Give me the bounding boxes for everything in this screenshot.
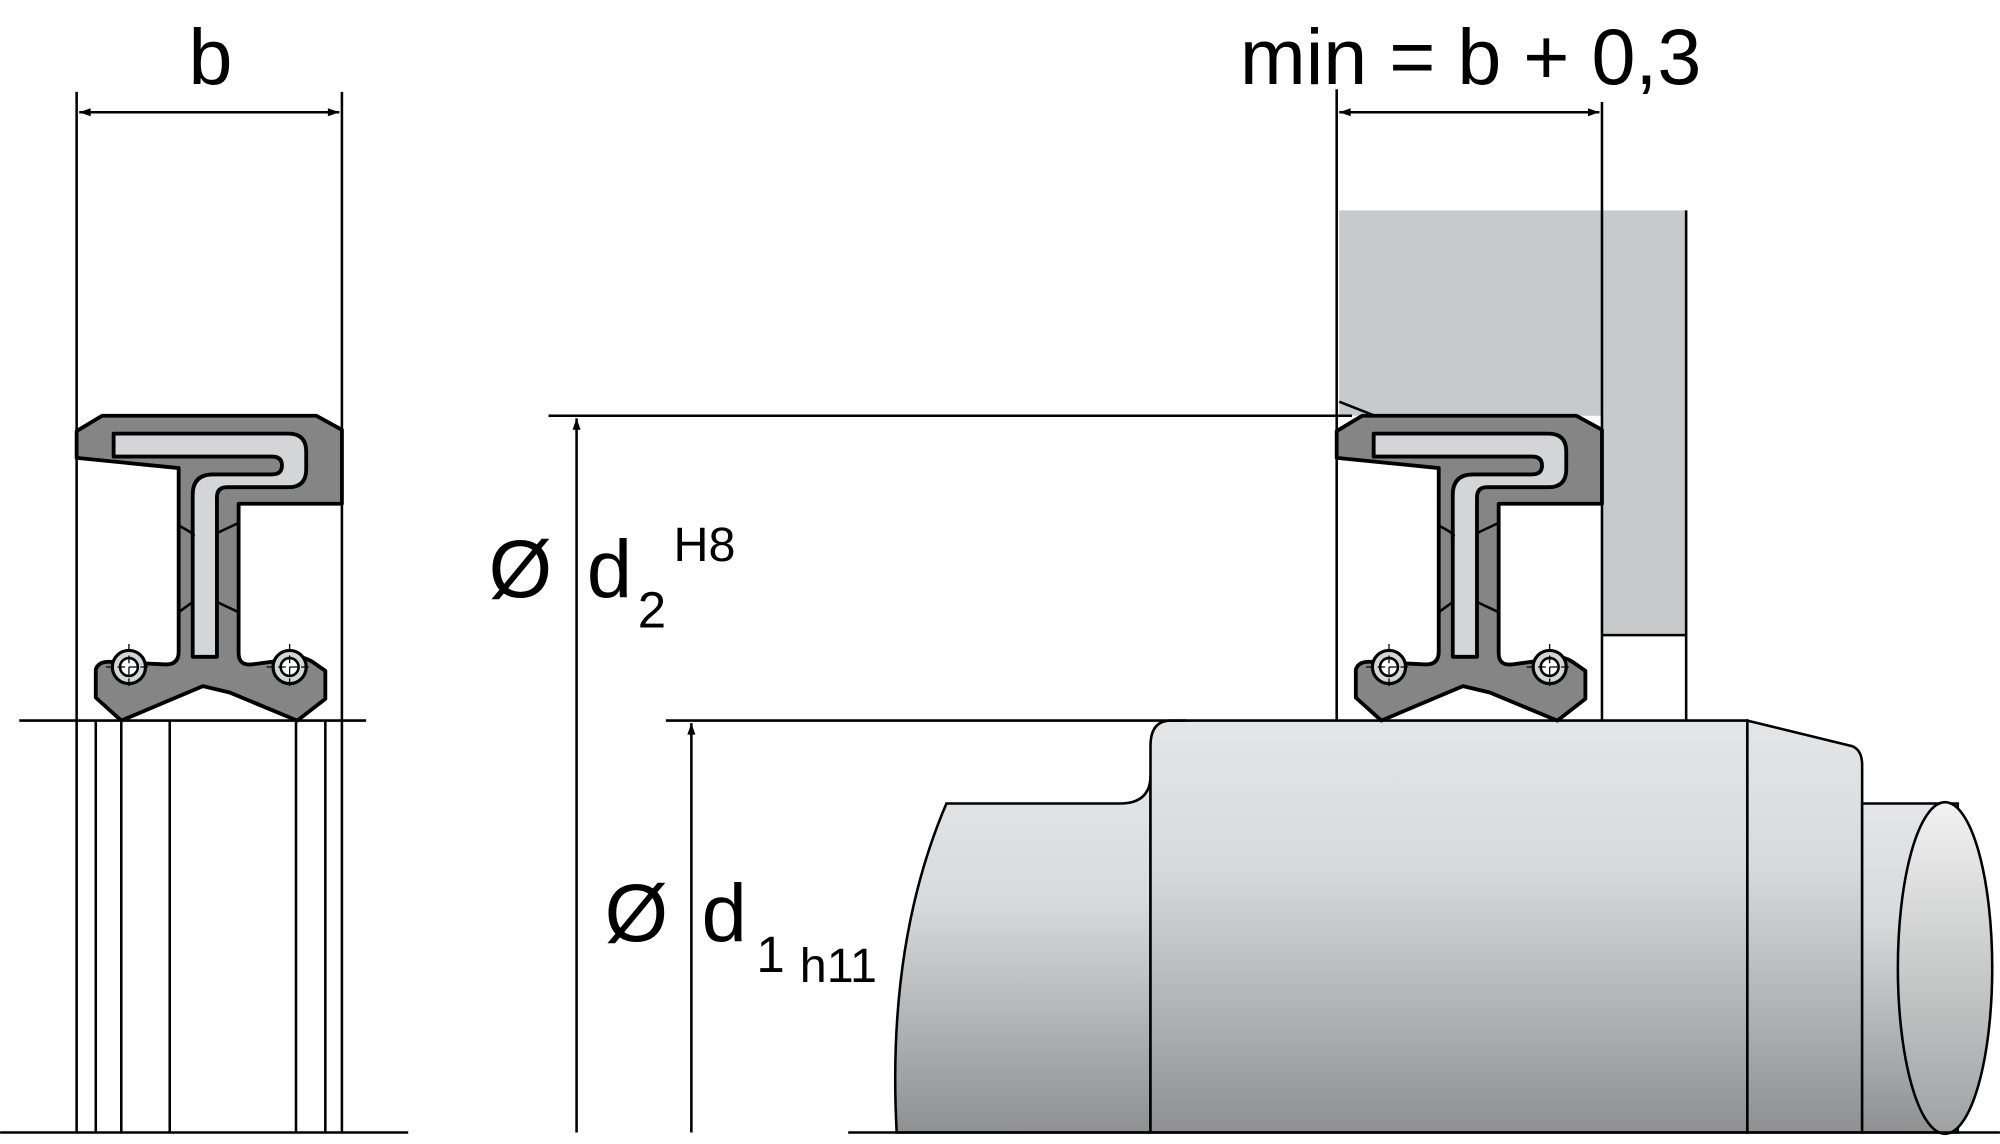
housing — [1339, 210, 1687, 636]
groove-width-label: min = b + 0,3 — [1240, 12, 1701, 101]
extension-lines — [75, 91, 344, 1133]
dimension-b-label: b — [189, 12, 233, 101]
svg-text:2: 2 — [638, 581, 666, 638]
seal-cross-section-left: b — [0, 12, 409, 1134]
seal-profile — [74, 413, 344, 723]
svg-text:Ø: Ø — [489, 524, 552, 615]
svg-text:h11: h11 — [800, 939, 877, 993]
svg-text:H8: H8 — [674, 518, 736, 572]
shaft — [893, 718, 1994, 1136]
d1-label: Ø d 1 h11 — [605, 868, 877, 993]
seal-installed — [1334, 413, 1604, 723]
centerline — [0, 719, 409, 1134]
installation-view: min = b + 0,3 Ø d 2 H8 Ø d 1 h11 — [489, 12, 2000, 1136]
d2-label: Ø d 2 H8 — [489, 518, 736, 638]
svg-text:d: d — [702, 868, 747, 959]
svg-text:Ø: Ø — [605, 868, 668, 959]
svg-text:1: 1 — [756, 926, 784, 983]
svg-text:d: d — [587, 524, 632, 615]
housing-lines — [1335, 89, 1688, 721]
